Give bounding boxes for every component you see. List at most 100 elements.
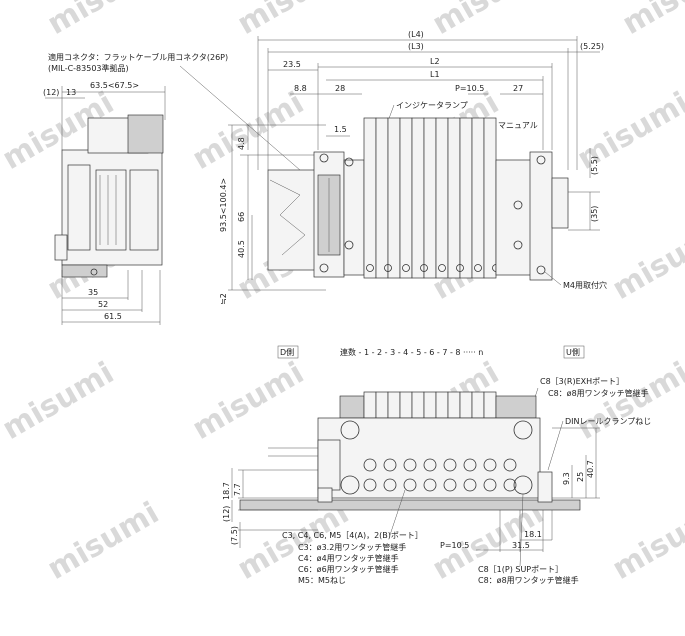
watermark: misumi — [427, 0, 550, 42]
side-valve — [96, 170, 126, 250]
side-manifold — [130, 170, 158, 250]
valve-station — [364, 118, 376, 278]
watermark: misumi — [187, 355, 310, 446]
din-clamp-d — [318, 488, 332, 502]
front-valve — [388, 392, 400, 418]
c8-sup-sub: C8：ø8用ワンタッチ管継手 — [478, 575, 579, 585]
connector-note-1: 適用コネクタ：フラットケーブル用コネクタ(26P) — [48, 52, 228, 62]
stations-label: 連数 - 1 - 2 - 3 - 4 - 5 - 6 - 7 - 8 ·····… — [340, 347, 483, 357]
watermark: misumi — [232, 0, 355, 42]
valve-station — [424, 118, 436, 278]
din-clamp-u — [538, 472, 552, 502]
end-plate-u — [530, 152, 552, 280]
c8-exh-label: C8［3(R)EXHポート］ — [540, 377, 624, 386]
front-valve — [448, 392, 460, 418]
front-valve — [460, 392, 472, 418]
dim-12-side: (12) — [43, 88, 59, 97]
watermark: misumi — [607, 215, 685, 306]
dim-27: 27 — [513, 84, 523, 93]
dim-8-8: 8.8 — [294, 84, 307, 93]
front-valve — [400, 392, 412, 418]
dim-66: 66 — [237, 212, 246, 222]
valve-station — [412, 118, 424, 278]
dim-p10-5-front: P=10.5 — [440, 541, 469, 550]
manual-label: マニュアル — [498, 121, 538, 130]
din-clamp-label: DINレールクランプねじ — [565, 417, 651, 426]
port-c3: C3：ø3.2用ワンタッチ管継手 — [298, 542, 406, 552]
front-top-block — [496, 396, 536, 418]
dim-63-5: 63.5<67.5> — [90, 81, 139, 90]
dim-l1: L1 — [430, 70, 440, 79]
front-valve — [412, 392, 424, 418]
din-rail — [240, 500, 580, 510]
port-c4: C4：ø4用ワンタッチ管継手 — [298, 553, 399, 563]
top-view: (L4) (L3) (5.25) L2 23.5 L1 8.8 28 P=10.… — [219, 30, 607, 305]
side-connector — [68, 165, 90, 250]
dim-93-5: 93.5<100.4> — [219, 178, 228, 232]
dim-l2: L2 — [430, 57, 440, 66]
connector-note-2: (MIL-C-83503準拠品) — [48, 63, 129, 73]
dim-4-8: 4.8 — [237, 137, 246, 150]
dim-35-v: (35) — [590, 206, 599, 222]
watermark: misumi — [42, 0, 165, 42]
dim-28: 28 — [335, 84, 345, 93]
port-m5: M5：M5ねじ — [298, 576, 346, 585]
valve-station — [376, 118, 388, 278]
valve-station — [460, 118, 472, 278]
dim-40-5: 40.5 — [237, 240, 246, 258]
dim-l3: (L3) — [408, 42, 424, 51]
valve-stations-top — [364, 118, 518, 278]
m4-holes-label: M4用取付穴 — [563, 280, 607, 290]
watermark: misumi — [0, 355, 120, 446]
din-rail-end — [552, 178, 568, 228]
dim-40-7: 40.7 — [586, 460, 595, 478]
dim-1-5: 1.5 — [334, 125, 347, 134]
valve-station — [484, 118, 496, 278]
side-din-rail — [62, 265, 107, 277]
valve-station — [400, 118, 412, 278]
dim-p10-5-top: P=10.5 — [455, 84, 484, 93]
d-side-label: D側 — [280, 347, 294, 357]
watermark: misumi — [572, 85, 685, 176]
front-valve — [424, 392, 436, 418]
valve-station — [448, 118, 460, 278]
side-manual-block — [128, 115, 163, 153]
valve-station — [388, 118, 400, 278]
indicator-lamp-label: インジケータランプ — [396, 101, 468, 110]
c8-exh-sub: C8：ø8用ワンタッチ管継手 — [548, 388, 649, 398]
watermark: misumi — [42, 495, 165, 586]
dim-12-front: (12) — [222, 506, 231, 522]
dim-18-7: 18.7 — [222, 482, 231, 500]
end-block-d — [344, 160, 364, 275]
front-valve — [472, 392, 484, 418]
front-valve — [376, 392, 388, 418]
dim-approx-2: ≒2 — [219, 293, 228, 305]
valve-station — [472, 118, 484, 278]
front-valve — [484, 392, 496, 418]
front-end-d — [318, 440, 340, 490]
dim-5-5: (5.5) — [590, 156, 599, 175]
dim-23-5: 23.5 — [283, 60, 301, 69]
watermark: misumi — [617, 0, 685, 42]
dim-52: 52 — [98, 300, 108, 309]
dim-9-3: 9.3 — [562, 472, 571, 485]
dim-25: 25 — [576, 472, 585, 482]
front-valve — [364, 392, 376, 418]
dim-18-1: 18.1 — [524, 530, 542, 539]
dim-61-5: 61.5 — [104, 312, 122, 321]
wiring-area — [268, 170, 318, 270]
watermark: misumi — [607, 495, 685, 586]
front-valve — [436, 392, 448, 418]
front-top-block — [340, 396, 364, 418]
dim-l4: (L4) — [408, 30, 424, 39]
port-c6: C6：ø6用ワンタッチ管継手 — [298, 564, 399, 574]
dim-13: 13 — [66, 88, 76, 97]
dim-7-5: (7.5) — [230, 526, 239, 545]
dim-35: 35 — [88, 288, 98, 297]
watermark: misumi — [572, 355, 685, 446]
side-rail-clip — [55, 235, 67, 260]
valve-station — [436, 118, 448, 278]
dim-5-25: (5.25) — [580, 42, 604, 51]
